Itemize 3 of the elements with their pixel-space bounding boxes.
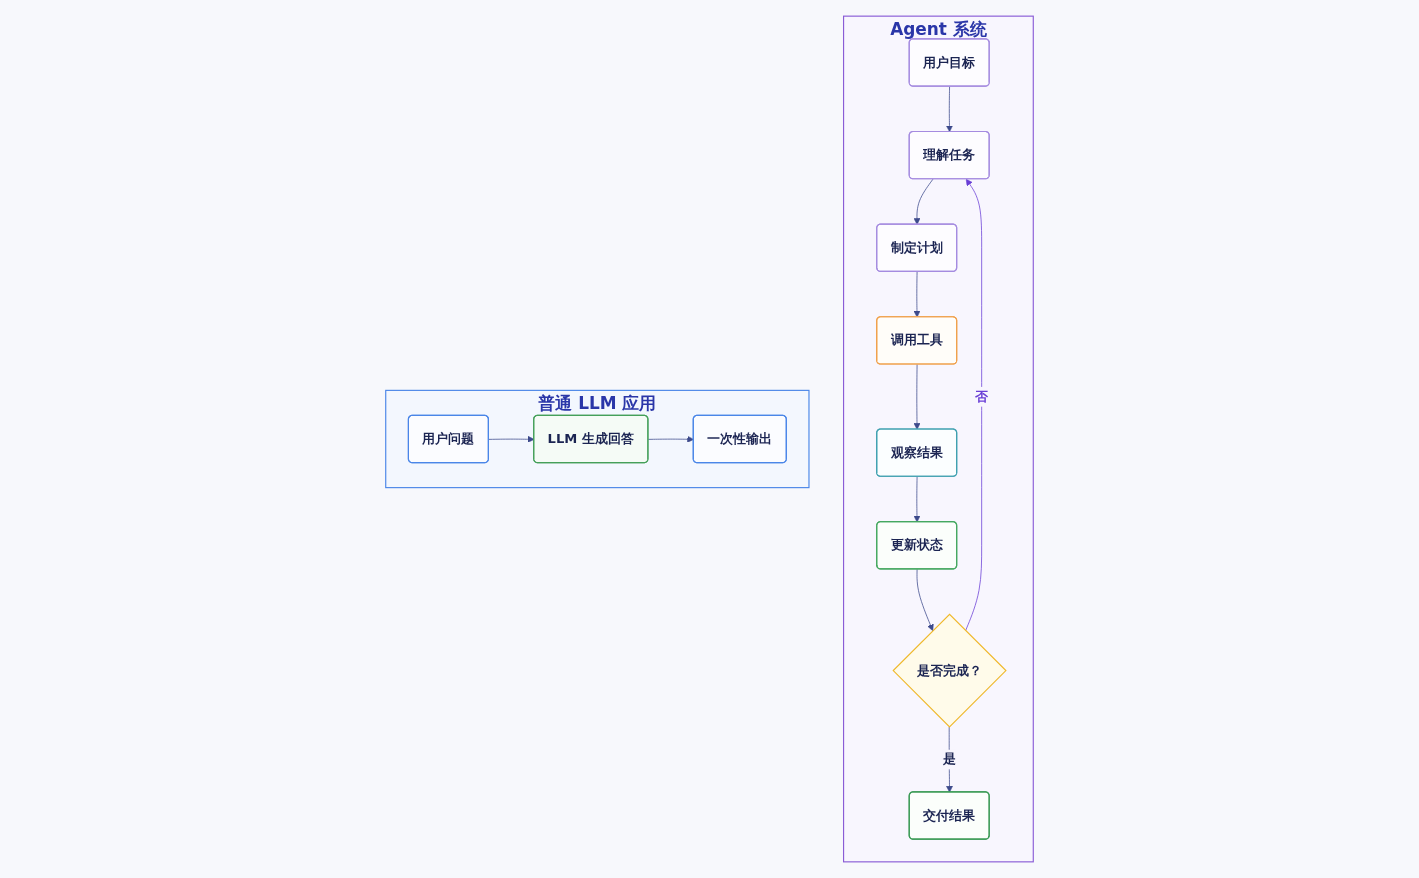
edge-label: 否 xyxy=(975,388,989,404)
edge-label: 是 xyxy=(942,751,956,767)
node-diamond: 是否完成？ xyxy=(892,613,1007,728)
